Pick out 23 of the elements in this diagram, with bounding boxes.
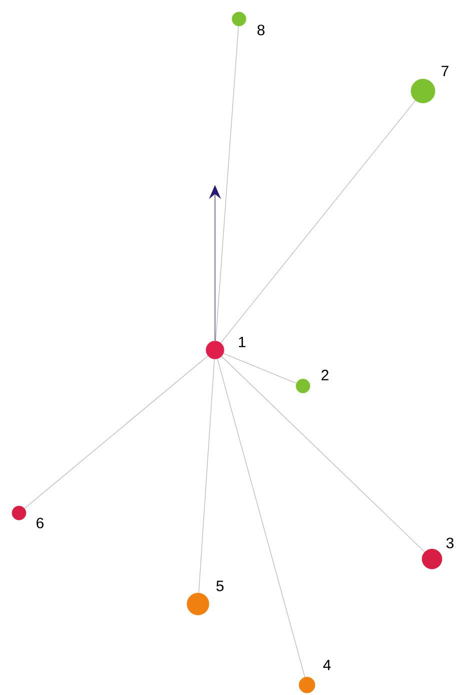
node-dot <box>206 340 224 360</box>
node-dot <box>410 78 436 104</box>
connector-line <box>223 353 297 384</box>
node-number: 3 <box>446 538 454 548</box>
connector-line <box>217 358 306 678</box>
connector-line <box>24 356 208 509</box>
node-dot <box>12 506 26 520</box>
node-number: 4 <box>323 660 331 670</box>
connector-line <box>215 26 239 342</box>
connector-line <box>221 356 425 552</box>
node-dot <box>296 378 310 394</box>
node-number: 1 <box>238 336 246 348</box>
node-dot <box>298 676 316 694</box>
node-number: 2 <box>322 370 328 380</box>
node-number: 6 <box>36 518 44 528</box>
connector-line <box>220 100 416 344</box>
node-number: 7 <box>442 66 448 76</box>
node-number: 5 <box>216 580 224 592</box>
node-number: 8 <box>258 24 265 36</box>
node-dot <box>422 548 442 570</box>
node-dot <box>186 592 210 616</box>
connector-line <box>198 358 215 594</box>
node-dot <box>232 12 246 26</box>
